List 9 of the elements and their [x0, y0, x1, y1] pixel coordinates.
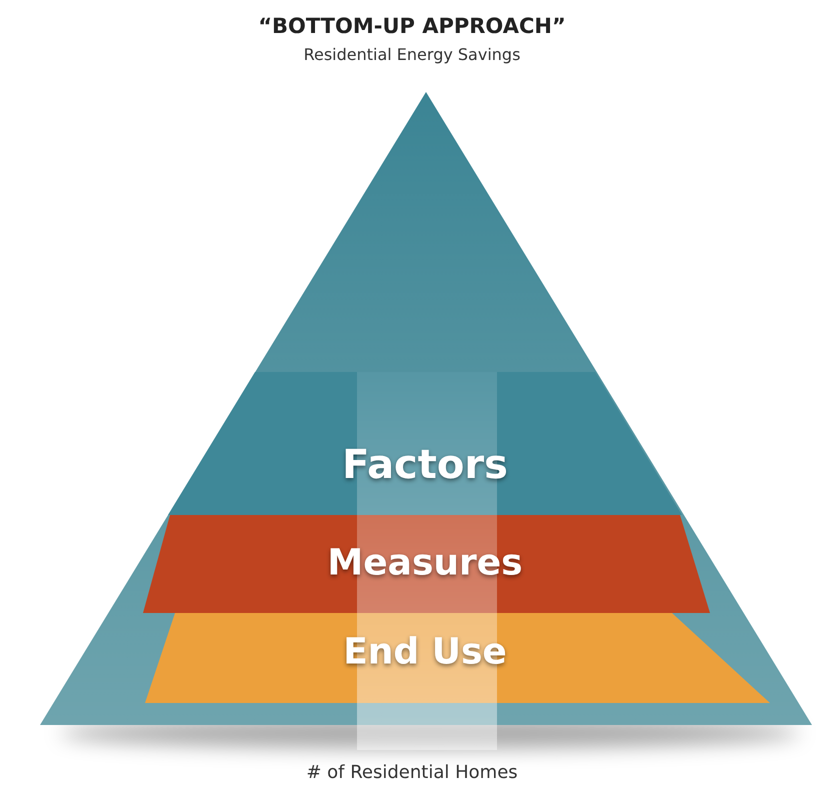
- diagram-title: “BOTTOM-UP APPROACH”: [257, 14, 567, 38]
- level-label: Measures: [327, 542, 523, 584]
- subtitle: Residential Energy Savings: [302, 45, 522, 64]
- pyramid-band: [168, 372, 682, 515]
- axis-caption: # of Residential Homes: [305, 762, 519, 783]
- level-label: Factors: [342, 442, 508, 488]
- pyramid-triangle: [40, 92, 812, 725]
- pyramid-band: [143, 515, 710, 613]
- pyramid-band: [145, 613, 770, 703]
